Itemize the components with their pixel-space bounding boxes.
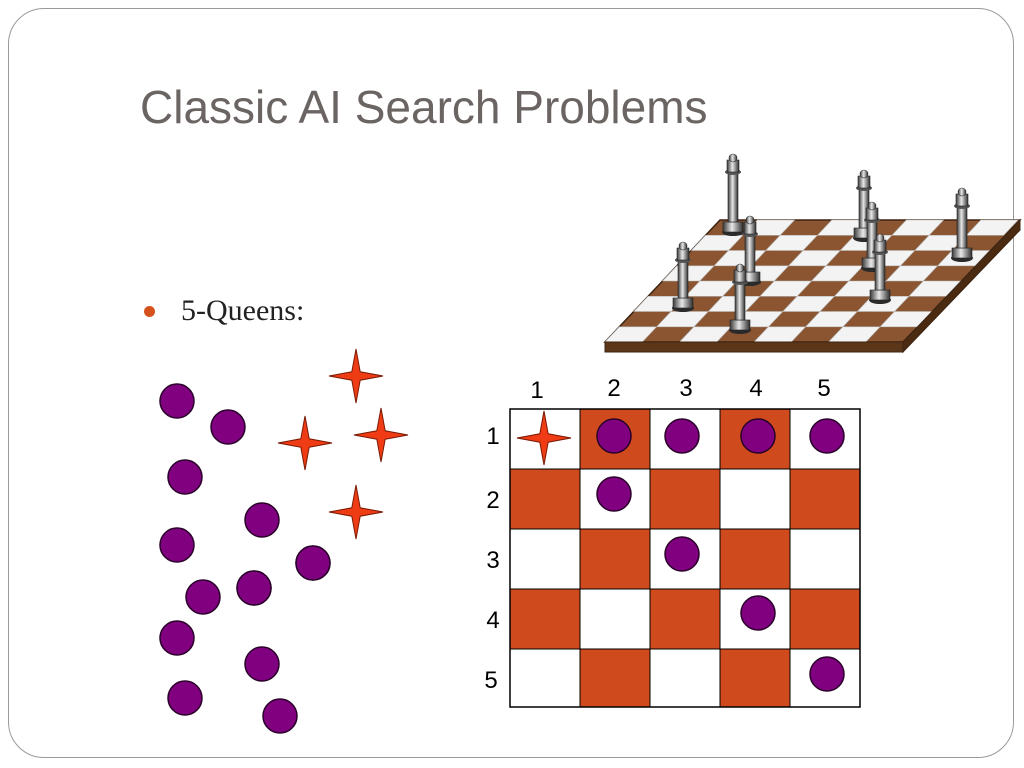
queen-circle-icon — [262, 698, 298, 734]
col-label-5: 5 — [817, 375, 830, 402]
chess-queen-icon — [853, 169, 875, 242]
board-square — [509, 468, 581, 530]
queen-circle-icon — [236, 570, 272, 606]
board-square — [789, 588, 861, 650]
board-square — [719, 648, 791, 708]
board-square — [649, 588, 721, 650]
board-square — [649, 468, 721, 530]
queen-circle-icon — [664, 418, 700, 454]
queen-circle-icon — [244, 646, 280, 682]
queen-circle-icon — [167, 459, 203, 495]
queen-circle-icon — [664, 536, 700, 572]
queen-circle-icon — [244, 502, 280, 538]
bullet-item: 5-Queens: — [144, 294, 304, 328]
chess-queen-icon — [672, 241, 694, 312]
row-label-3: 3 — [486, 547, 499, 574]
chess-board-illustration — [603, 153, 1022, 354]
board-square — [579, 588, 651, 650]
board-square — [789, 468, 861, 530]
row-label-1: 1 — [486, 423, 499, 450]
queen-circle-icon — [167, 680, 203, 716]
four-point-star-icon — [516, 410, 572, 466]
queen-circle-icon — [809, 656, 845, 692]
board-square — [509, 588, 581, 650]
iso-board-squares — [604, 219, 1019, 343]
board-square — [509, 648, 581, 708]
queen-circle-icon — [809, 418, 845, 454]
queen-circle-icon — [185, 579, 221, 615]
row-label-2: 2 — [486, 487, 499, 514]
four-point-star-icon — [328, 484, 384, 540]
board-square — [579, 528, 651, 590]
iso-light-square — [908, 280, 962, 297]
board-square — [509, 528, 581, 590]
col-label-2: 2 — [607, 375, 620, 402]
board-square — [649, 648, 721, 708]
iso-light-square — [965, 219, 1019, 236]
iso-light-square — [891, 219, 945, 236]
queen-circle-icon — [210, 409, 246, 445]
queen-circle-icon — [596, 476, 632, 512]
queen-circle-icon — [295, 545, 331, 581]
queen-circle-icon — [159, 527, 195, 563]
queen-circle-icon — [740, 418, 776, 454]
board-border — [509, 408, 861, 708]
col-label-3: 3 — [679, 375, 692, 402]
chess-pieces — [672, 153, 973, 334]
chess-queen-icon — [951, 187, 973, 262]
bullet-text: 5-Queens: — [181, 294, 305, 327]
col-label-1: 1 — [530, 377, 543, 404]
row-label-5: 5 — [484, 667, 497, 694]
board-square — [789, 528, 861, 590]
queen-circle-icon — [159, 383, 195, 419]
row-label-4: 4 — [486, 607, 499, 634]
board-square — [719, 528, 791, 590]
bullet-icon — [144, 305, 155, 317]
board-square — [579, 648, 651, 708]
queen-circle-icon — [596, 418, 632, 454]
slide-title: Classic AI Search Problems — [140, 81, 708, 133]
four-point-star-icon — [353, 407, 409, 463]
chess-queen-icon — [869, 233, 891, 304]
queen-circle-icon — [159, 620, 195, 656]
chess-queen-icon — [729, 263, 751, 334]
four-point-star-icon — [328, 348, 384, 404]
four-point-star-icon — [277, 415, 333, 471]
chess-queen-icon — [722, 153, 744, 236]
col-label-4: 4 — [749, 375, 762, 402]
queen-circle-icon — [740, 595, 776, 631]
queens-board: 1 2 3 4 5 1 2 3 4 5 — [484, 375, 861, 708]
loose-stars — [277, 348, 409, 540]
loose-circles — [159, 383, 331, 734]
board-square — [719, 468, 791, 530]
